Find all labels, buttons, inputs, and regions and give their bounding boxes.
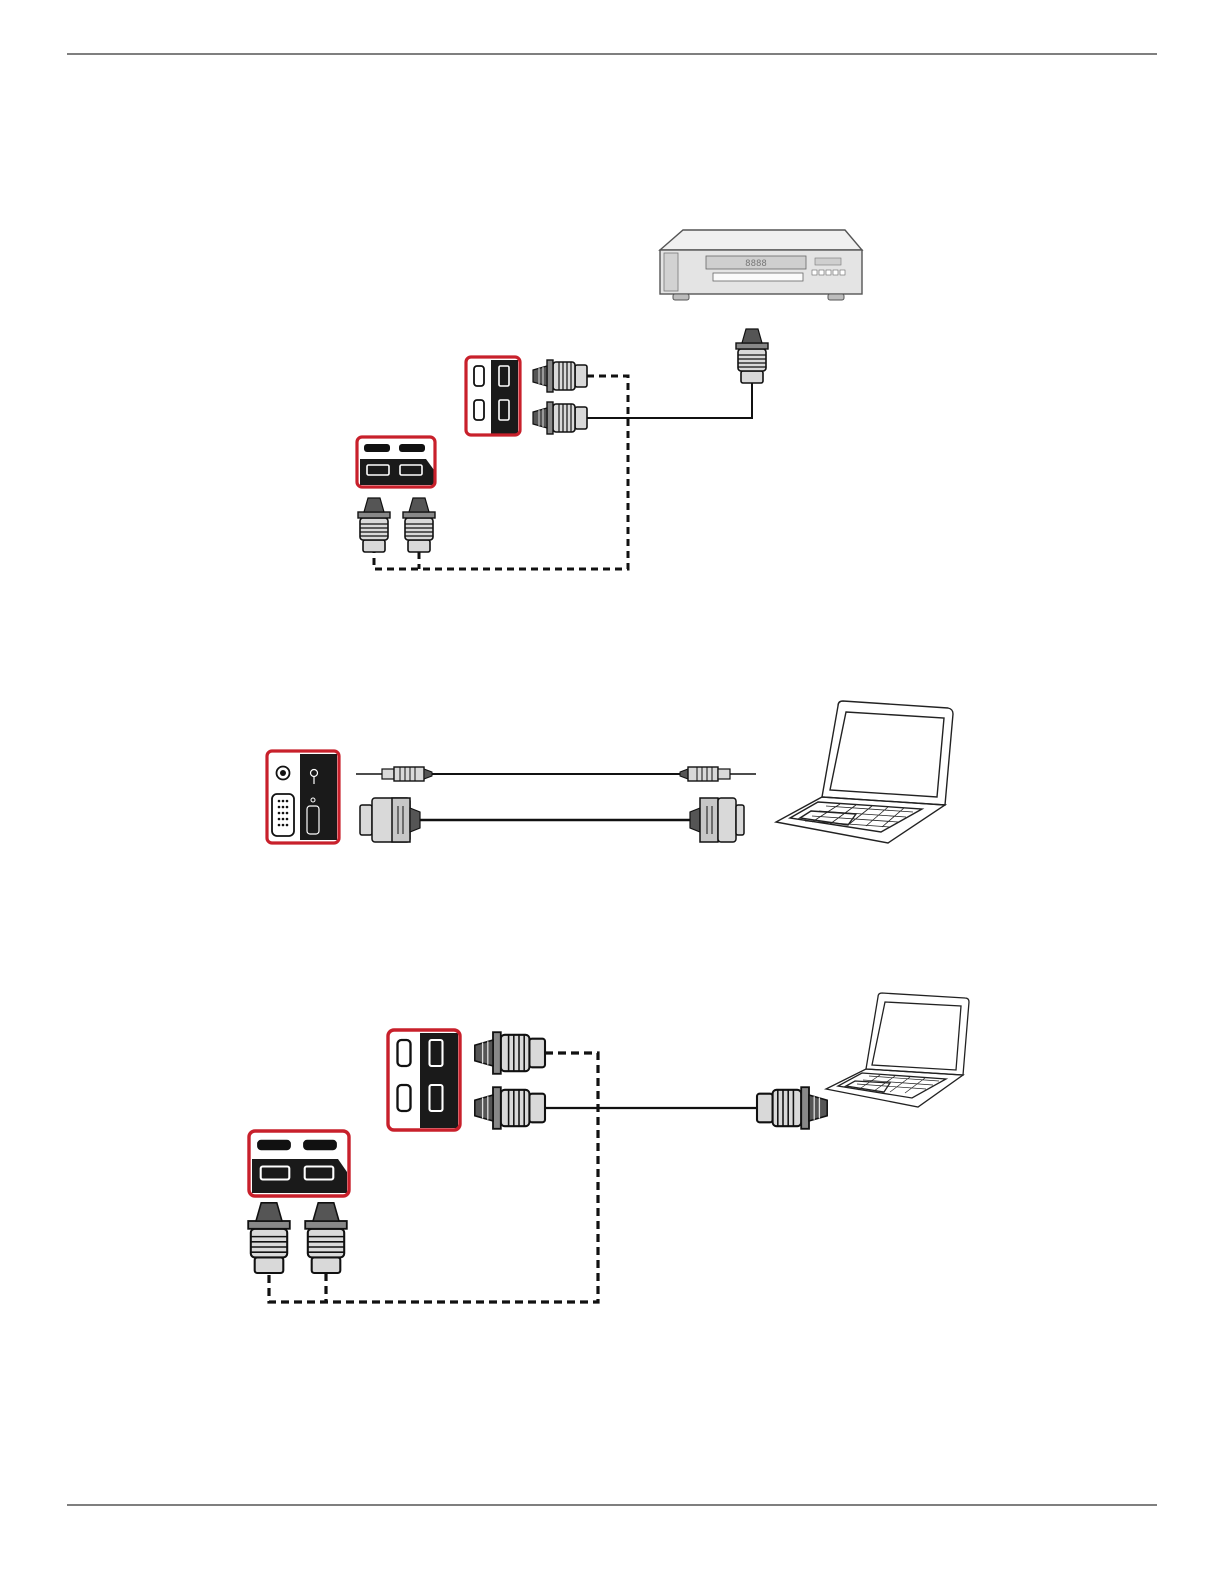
hdmi-plug-bottom-right: [403, 498, 435, 552]
hdmi-plug-middle: [475, 1087, 545, 1129]
hdmi-plug-top: [533, 360, 587, 392]
audio-vga-port-panel: [267, 751, 339, 843]
diagram-dvd-hdmi: 8888: [357, 230, 862, 569]
hdmi-port-panel-bottom: [357, 437, 435, 487]
diagram-pc-vga: [267, 701, 953, 843]
hdmi-plug-laptop: [757, 1087, 827, 1129]
hdmi-cable-solid: [587, 383, 752, 418]
hdmi-plug-bottom-left: [248, 1203, 290, 1273]
hdmi-plug-bottom-left: [358, 498, 390, 552]
vga-cable: [360, 798, 744, 842]
audio-cable: [356, 767, 756, 781]
laptop-icon: [776, 701, 953, 843]
hdmi-plug-middle: [533, 402, 587, 434]
hdmi-port-panel-bottom: [249, 1131, 349, 1196]
hdmi-port-panel-right: [466, 357, 520, 435]
laptop-icon: [826, 993, 969, 1107]
dvd-player-icon: 8888: [660, 230, 862, 300]
hdmi-plug-top: [475, 1032, 545, 1074]
diagram-pc-hdmi: [248, 993, 969, 1302]
hdmi-plug-dvd: [736, 329, 768, 383]
hdmi-plug-bottom-right: [305, 1203, 347, 1273]
hdmi-port-panel-right: [388, 1030, 460, 1130]
dvd-display-text: 8888: [745, 259, 767, 269]
